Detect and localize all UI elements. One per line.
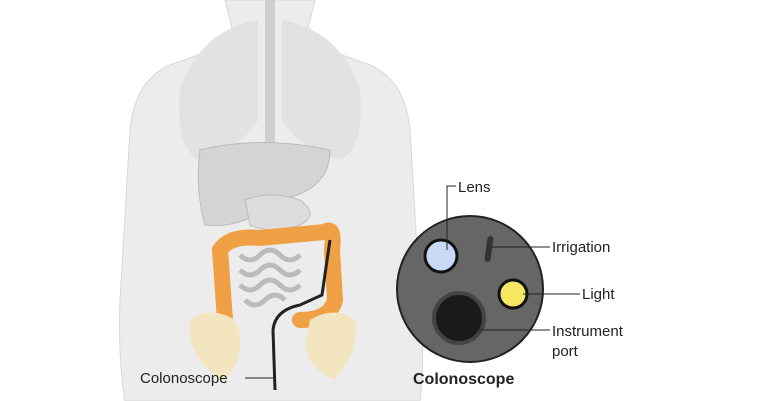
lens xyxy=(423,238,459,274)
label-irrigation: Irrigation xyxy=(552,239,610,256)
label-light: Light xyxy=(582,286,615,303)
colonoscope-tube xyxy=(271,239,332,391)
irrigation-channel xyxy=(484,236,494,262)
leader-lens xyxy=(446,185,456,250)
lung-left xyxy=(179,20,258,160)
light xyxy=(497,278,529,310)
label-port: port xyxy=(552,343,579,360)
stomach xyxy=(244,194,311,231)
pelvis-right xyxy=(305,312,356,380)
label-instrument: Instrument xyxy=(552,323,624,340)
label-lens: Lens xyxy=(458,179,491,196)
instrument-port xyxy=(432,291,486,345)
colonoscope-cross-section xyxy=(396,215,544,363)
pelvis-left xyxy=(190,312,241,380)
small-intestine xyxy=(238,247,302,308)
lung-right xyxy=(282,20,361,160)
label-colonoscope: Colonoscope xyxy=(140,370,228,387)
esophagus xyxy=(265,0,275,200)
cross-section-title: Colonoscope xyxy=(413,371,514,388)
